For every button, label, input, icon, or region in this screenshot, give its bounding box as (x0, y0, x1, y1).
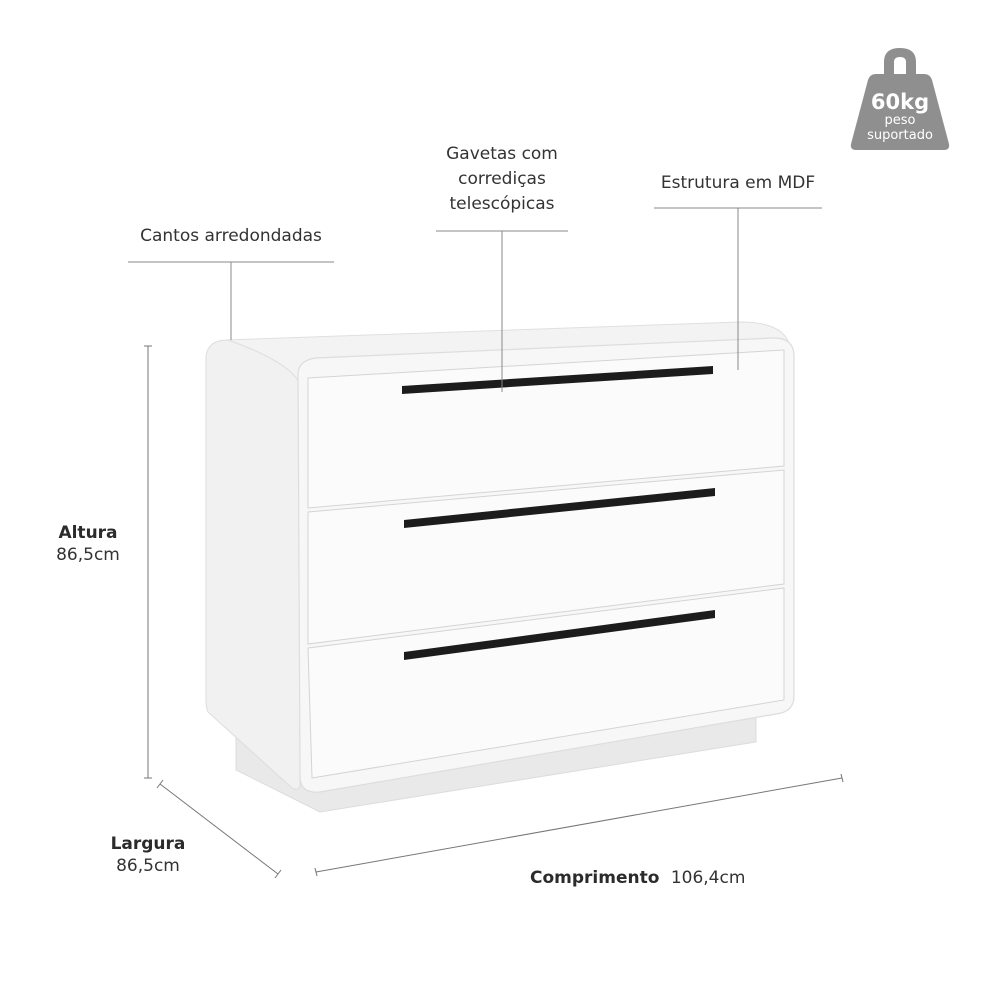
drawer-1-handle (402, 366, 713, 394)
height-dimension-line (144, 345, 152, 779)
length-dimension-line (314, 773, 844, 877)
drawer-2-handle (404, 488, 715, 528)
width-label: Largura (110, 834, 186, 854)
weight-value: 60kg (870, 90, 930, 114)
width-value: 86,5cm (116, 856, 180, 876)
weight-caption-line1: peso (884, 113, 916, 128)
callout-rounded-corners (128, 261, 334, 340)
length-dimension: Comprimento 106,4cm (530, 867, 745, 889)
width-dimension-line (156, 779, 282, 879)
label-drawer-slides-line3: telescópicas (449, 194, 555, 214)
label-drawer-slides-line2: corrediças (458, 169, 546, 189)
width-dimension: Largura 86,5cm (96, 833, 200, 877)
drawer-3[interactable] (307, 587, 785, 779)
weight-caption-line2: suportado (867, 128, 933, 143)
drawer-2[interactable] (307, 469, 785, 645)
drawer-1[interactable] (307, 349, 785, 509)
length-label: Comprimento (530, 868, 660, 888)
callout-mdf-structure (654, 207, 822, 370)
weight-icon (850, 48, 950, 150)
label-drawer-slides-line1: Gavetas com (446, 144, 558, 164)
length-value: 106,4cm (670, 868, 746, 888)
label-rounded-corners: Cantos arredondadas (140, 226, 322, 246)
dresser-side-panel (205, 339, 301, 790)
callout-drawer-slides (436, 230, 568, 392)
label-mdf-structure: Estrutura em MDF (660, 173, 816, 193)
drawer-3-handle (404, 610, 715, 660)
height-label: Altura (58, 523, 118, 543)
height-dimension: Altura 86,5cm (36, 522, 140, 566)
height-value: 86,5cm (56, 545, 120, 565)
